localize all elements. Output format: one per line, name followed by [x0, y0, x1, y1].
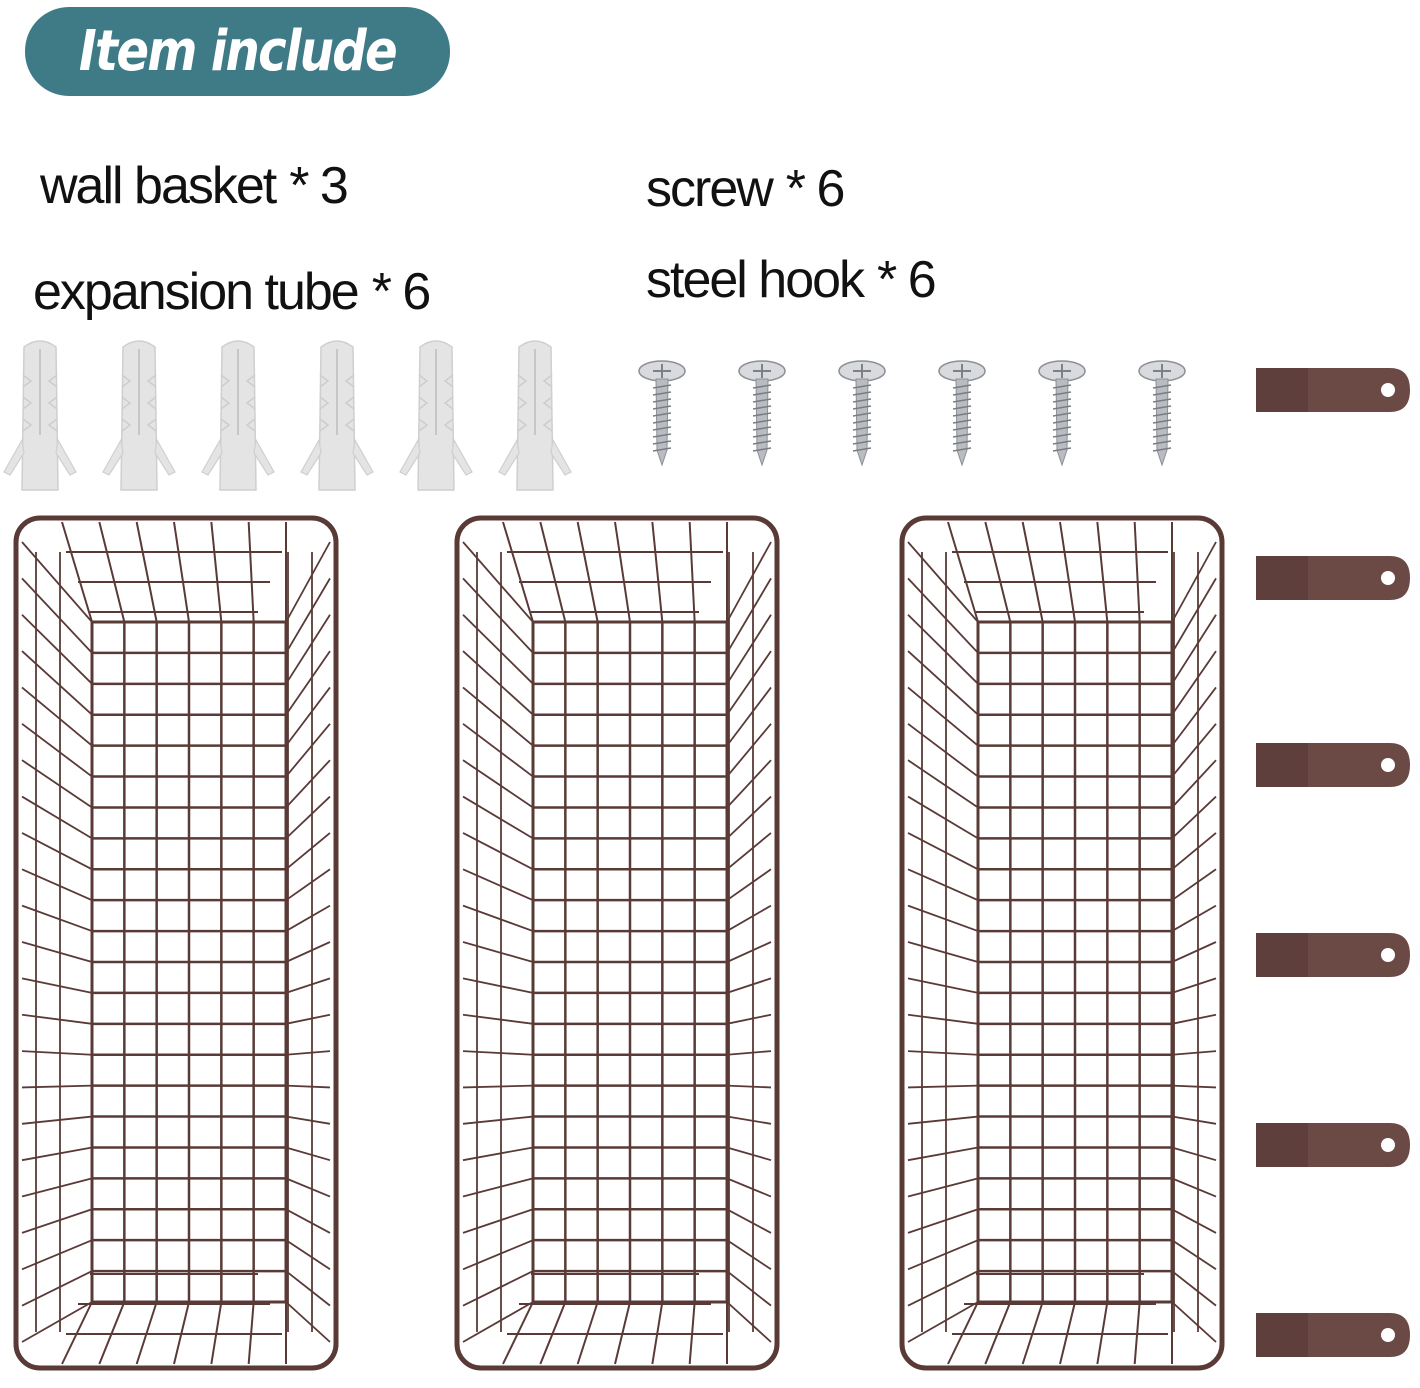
item-name: steel hook: [646, 251, 865, 309]
item-label-wall-basket: wall basket* 3: [40, 156, 349, 216]
expansion-tube-icon: [3, 340, 77, 491]
steel-hook-icon: [1256, 1313, 1410, 1357]
item-quantity: * 6: [877, 251, 937, 309]
item-name: wall basket: [40, 157, 277, 215]
steel-hook-icon: [1256, 743, 1410, 787]
steel-hook-icon: [1256, 556, 1410, 600]
screw-icon: [838, 360, 886, 467]
item-label-expansion-tube: expansion tube* 6: [33, 262, 432, 322]
wire-basket-icon: [454, 515, 780, 1371]
expansion-tube-icon: [102, 340, 176, 491]
screw-icon: [738, 360, 786, 467]
expansion-tube-icon: [399, 340, 473, 491]
wire-basket-icon: [899, 515, 1225, 1371]
wire-basket-icon: [13, 515, 339, 1371]
expansion-tube-icon: [300, 340, 374, 491]
item-quantity: * 3: [289, 157, 349, 215]
item-name: expansion tube: [33, 263, 360, 321]
screw-icon: [1038, 360, 1086, 467]
steel-hook-icon: [1256, 1123, 1410, 1167]
steel-hook-icon: [1256, 368, 1410, 412]
steel-hooks: [1256, 368, 1410, 1357]
wall-baskets: [13, 515, 1225, 1371]
screw-icon: [938, 360, 986, 467]
item-quantity: * 6: [371, 263, 432, 321]
item-name: screw: [646, 160, 774, 218]
screw-icon: [1138, 360, 1186, 467]
screws: [638, 360, 1186, 467]
item-label-steel-hook: steel hook* 6: [646, 250, 937, 310]
item-label-screw: screw* 6: [646, 159, 846, 219]
header-badge: Item include: [25, 7, 450, 96]
expansion-tubes: [3, 340, 572, 491]
expansion-tube-icon: [201, 340, 275, 491]
item-quantity: * 6: [785, 160, 846, 218]
screw-icon: [638, 360, 686, 467]
steel-hook-icon: [1256, 933, 1410, 977]
expansion-tube-icon: [498, 340, 572, 491]
header-title: Item include: [78, 19, 398, 84]
